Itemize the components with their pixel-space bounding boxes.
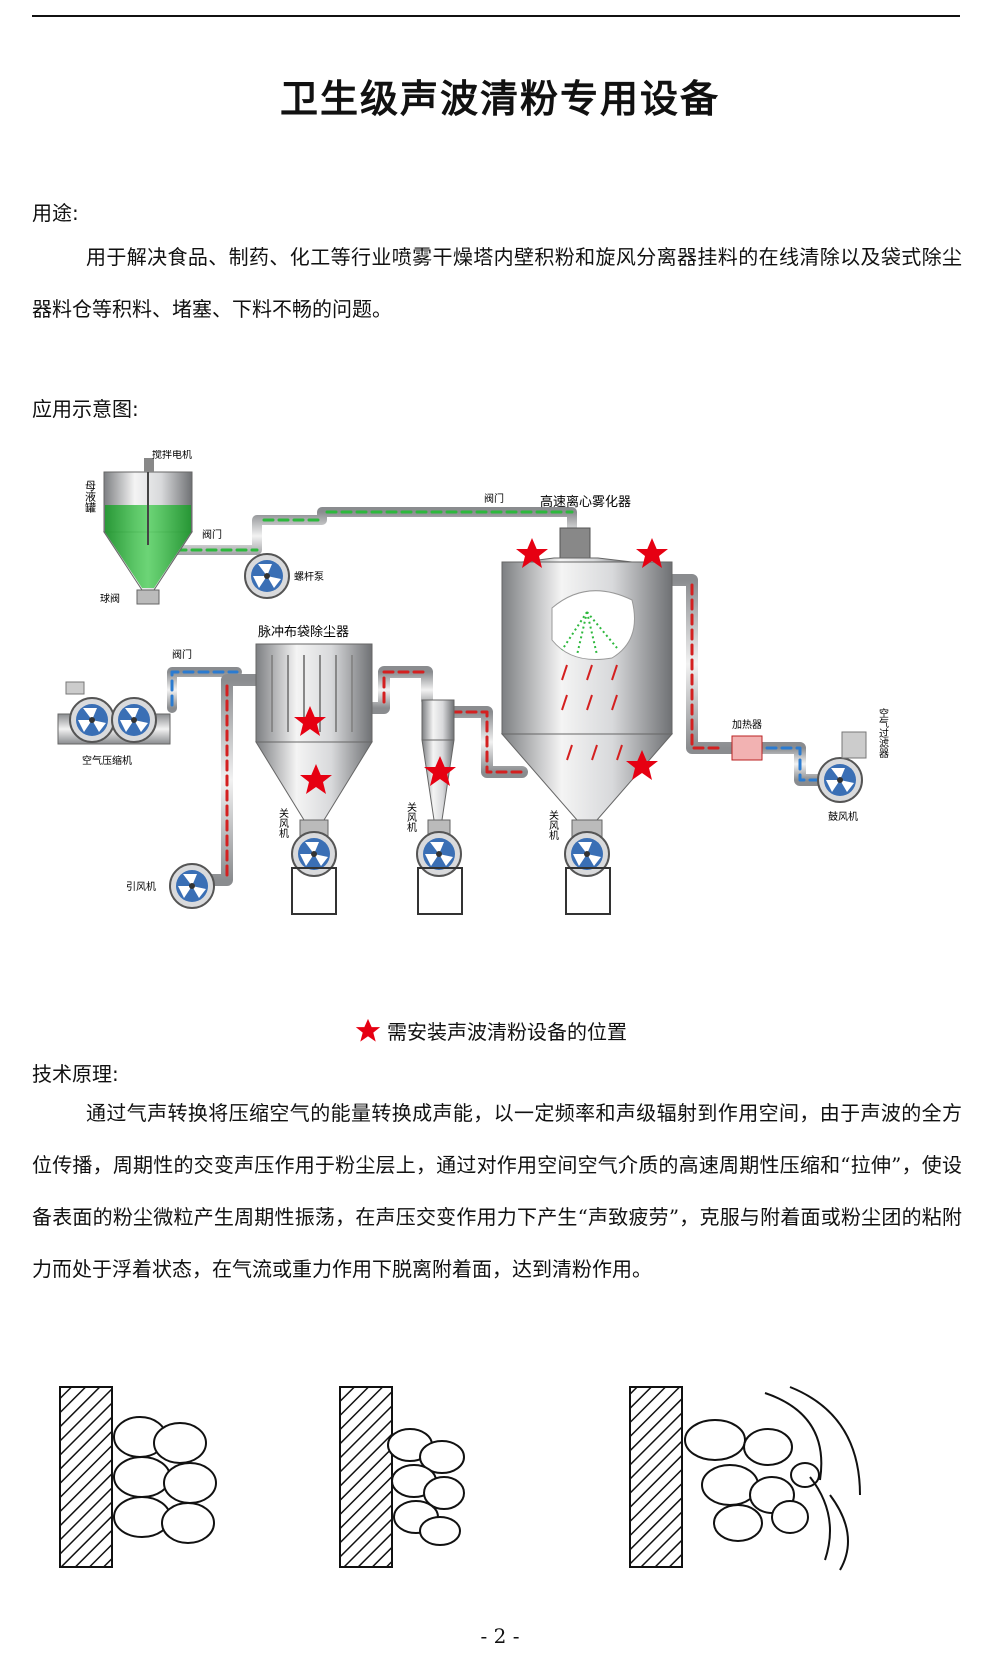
label-induced-fan: 引风机 bbox=[126, 880, 156, 893]
label-rotary-valve-3: 关风机 bbox=[547, 809, 559, 841]
principle-paragraph: 通过气声转换将压缩空气的能量转换成声能，以一定频率和声级辐射到作用空间，由于声波… bbox=[32, 1101, 962, 1281]
label-heater: 加热器 bbox=[732, 718, 762, 731]
label-valve-compressor: 阀门 bbox=[172, 648, 192, 661]
star-icon bbox=[636, 538, 668, 568]
usage-paragraph: 用于解决食品、制药、化工等行业喷雾干燥塔内壁积粉和旋风分离器挂料的在线清除以及袋… bbox=[32, 245, 962, 321]
diagram-legend: 需安装声波清粉设备的位置 bbox=[355, 1016, 627, 1045]
label-stirring-motor: 搅拌电机 bbox=[152, 450, 192, 461]
label-ball-valve: 球阀 bbox=[100, 592, 120, 605]
star-icon bbox=[516, 538, 548, 568]
label-rotary-valve-2: 关风机 bbox=[405, 801, 417, 833]
diagram-heading: 应用示意图: bbox=[32, 397, 139, 421]
blower: 鼓风机 空气过滤器 bbox=[817, 707, 889, 823]
application-diagram: 母液罐 搅拌电机 球阀 阀门 螺杆泵 阀门 高速离心雾化器 bbox=[57, 450, 889, 915]
spray-dryer-tower: 高速离心雾化器 bbox=[500, 494, 674, 843]
pipe-network bbox=[149, 507, 828, 886]
discharge-bins bbox=[291, 831, 611, 915]
legend-text: 需安装声波清粉设备的位置 bbox=[387, 1020, 627, 1044]
star-icon bbox=[424, 756, 456, 786]
stage-dust-compressed bbox=[339, 1386, 465, 1568]
page-title: 卫生级声波清粉专用设备 bbox=[279, 77, 720, 121]
label-atomizer: 高速离心雾化器 bbox=[540, 494, 631, 510]
label-mother-tank: 母液罐 bbox=[84, 480, 97, 514]
label-air-filter: 空气过滤器 bbox=[877, 707, 889, 759]
label-pulse-filter: 脉冲布袋除尘器 bbox=[258, 625, 349, 640]
stage-dust-released bbox=[629, 1386, 861, 1571]
star-icon bbox=[300, 764, 332, 794]
heater: 加热器 bbox=[731, 718, 763, 761]
screw-pump: 螺杆泵 bbox=[244, 553, 324, 599]
principle-heading: 技术原理: bbox=[32, 1062, 119, 1086]
pulse-bag-filter: 脉冲布袋除尘器 bbox=[255, 625, 373, 841]
label-valve-feed: 阀门 bbox=[202, 528, 222, 541]
label-valve-atomizer: 阀门 bbox=[484, 492, 504, 505]
mother-liquor-tank: 母液罐 搅拌电机 球阀 bbox=[84, 450, 193, 605]
stage-dust-attached bbox=[59, 1386, 217, 1568]
usage-heading: 用途: bbox=[32, 201, 79, 225]
dust-release-illustration bbox=[59, 1386, 861, 1571]
top-rule bbox=[32, 15, 960, 17]
page-number: - 2 - bbox=[480, 1624, 520, 1648]
induced-draft-fan: 引风机 bbox=[126, 863, 215, 909]
label-air-compressor: 空气压缩机 bbox=[82, 754, 132, 767]
label-screw-pump: 螺杆泵 bbox=[294, 571, 324, 583]
star-icon bbox=[355, 1018, 381, 1042]
star-icon bbox=[294, 706, 326, 736]
air-compressor: 空气压缩机 bbox=[57, 681, 171, 767]
label-blower: 鼓风机 bbox=[828, 810, 858, 823]
star-icon bbox=[626, 750, 658, 780]
install-markers bbox=[294, 538, 668, 794]
label-rotary-valve-1: 关风机 bbox=[277, 807, 289, 839]
